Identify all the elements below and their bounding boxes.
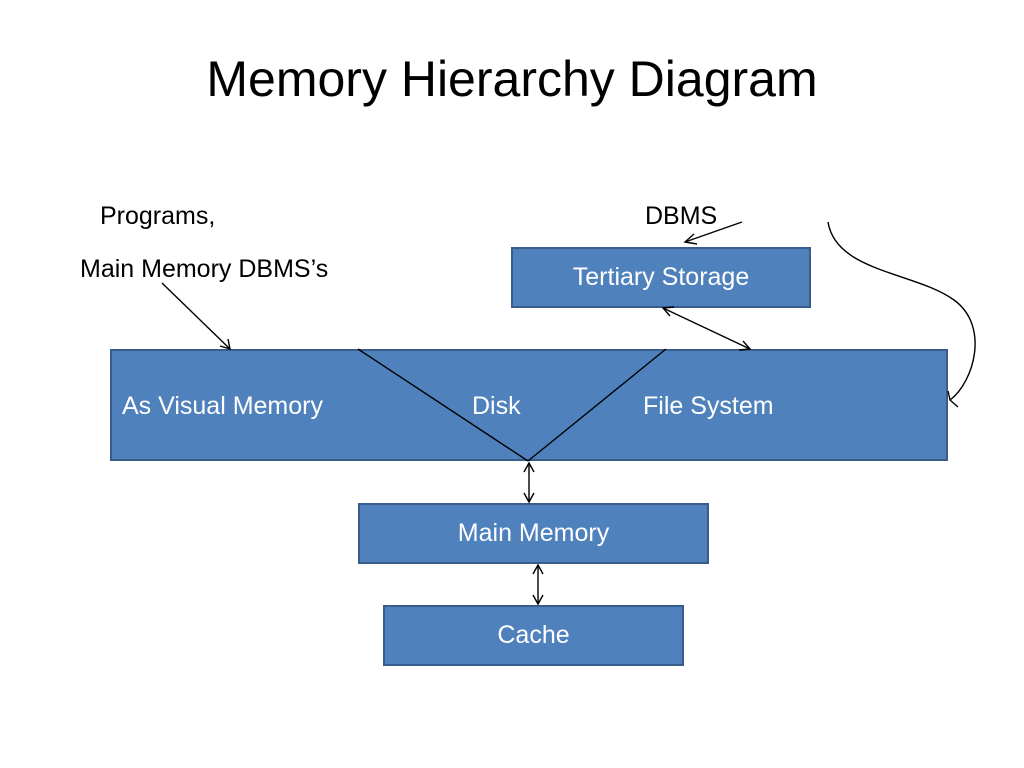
as-visual-memory-label: As Visual Memory bbox=[122, 392, 323, 420]
tertiary-storage-box: Tertiary Storage bbox=[511, 247, 811, 308]
main-memory-arrow-head bbox=[523, 492, 535, 504]
disk-layer-box: As Visual Memory Disk File System bbox=[110, 349, 948, 461]
cache-box: Cache bbox=[383, 605, 684, 666]
tertiary-file-system-arrow bbox=[662, 307, 751, 350]
tertiary-arrow-head bbox=[661, 306, 675, 317]
main-memory-label: Main Memory bbox=[457, 519, 610, 547]
main-memory-box: Main Memory bbox=[358, 503, 709, 564]
slide-title: Memory Hierarchy Diagram bbox=[206, 51, 818, 107]
main-memory-lower-arrow-head bbox=[532, 563, 544, 575]
file-system-label: File System bbox=[643, 392, 774, 420]
disk-label: Disk bbox=[472, 392, 521, 420]
right-curve-arrow-head bbox=[947, 390, 959, 408]
programs-arrow-head bbox=[219, 338, 231, 351]
dbms-arrow-head bbox=[683, 233, 698, 245]
dbms-label: DBMS bbox=[645, 202, 718, 230]
cache-arrow-head bbox=[532, 594, 544, 606]
disk-arrow-head bbox=[523, 461, 535, 473]
programs-label: Programs, bbox=[100, 202, 216, 230]
programs-arrow bbox=[161, 282, 231, 350]
cache-label: Cache bbox=[497, 621, 570, 649]
tertiary-storage-label: Tertiary Storage bbox=[572, 263, 750, 291]
main-memory-dbms-label: Main Memory DBMS’s bbox=[80, 255, 329, 283]
